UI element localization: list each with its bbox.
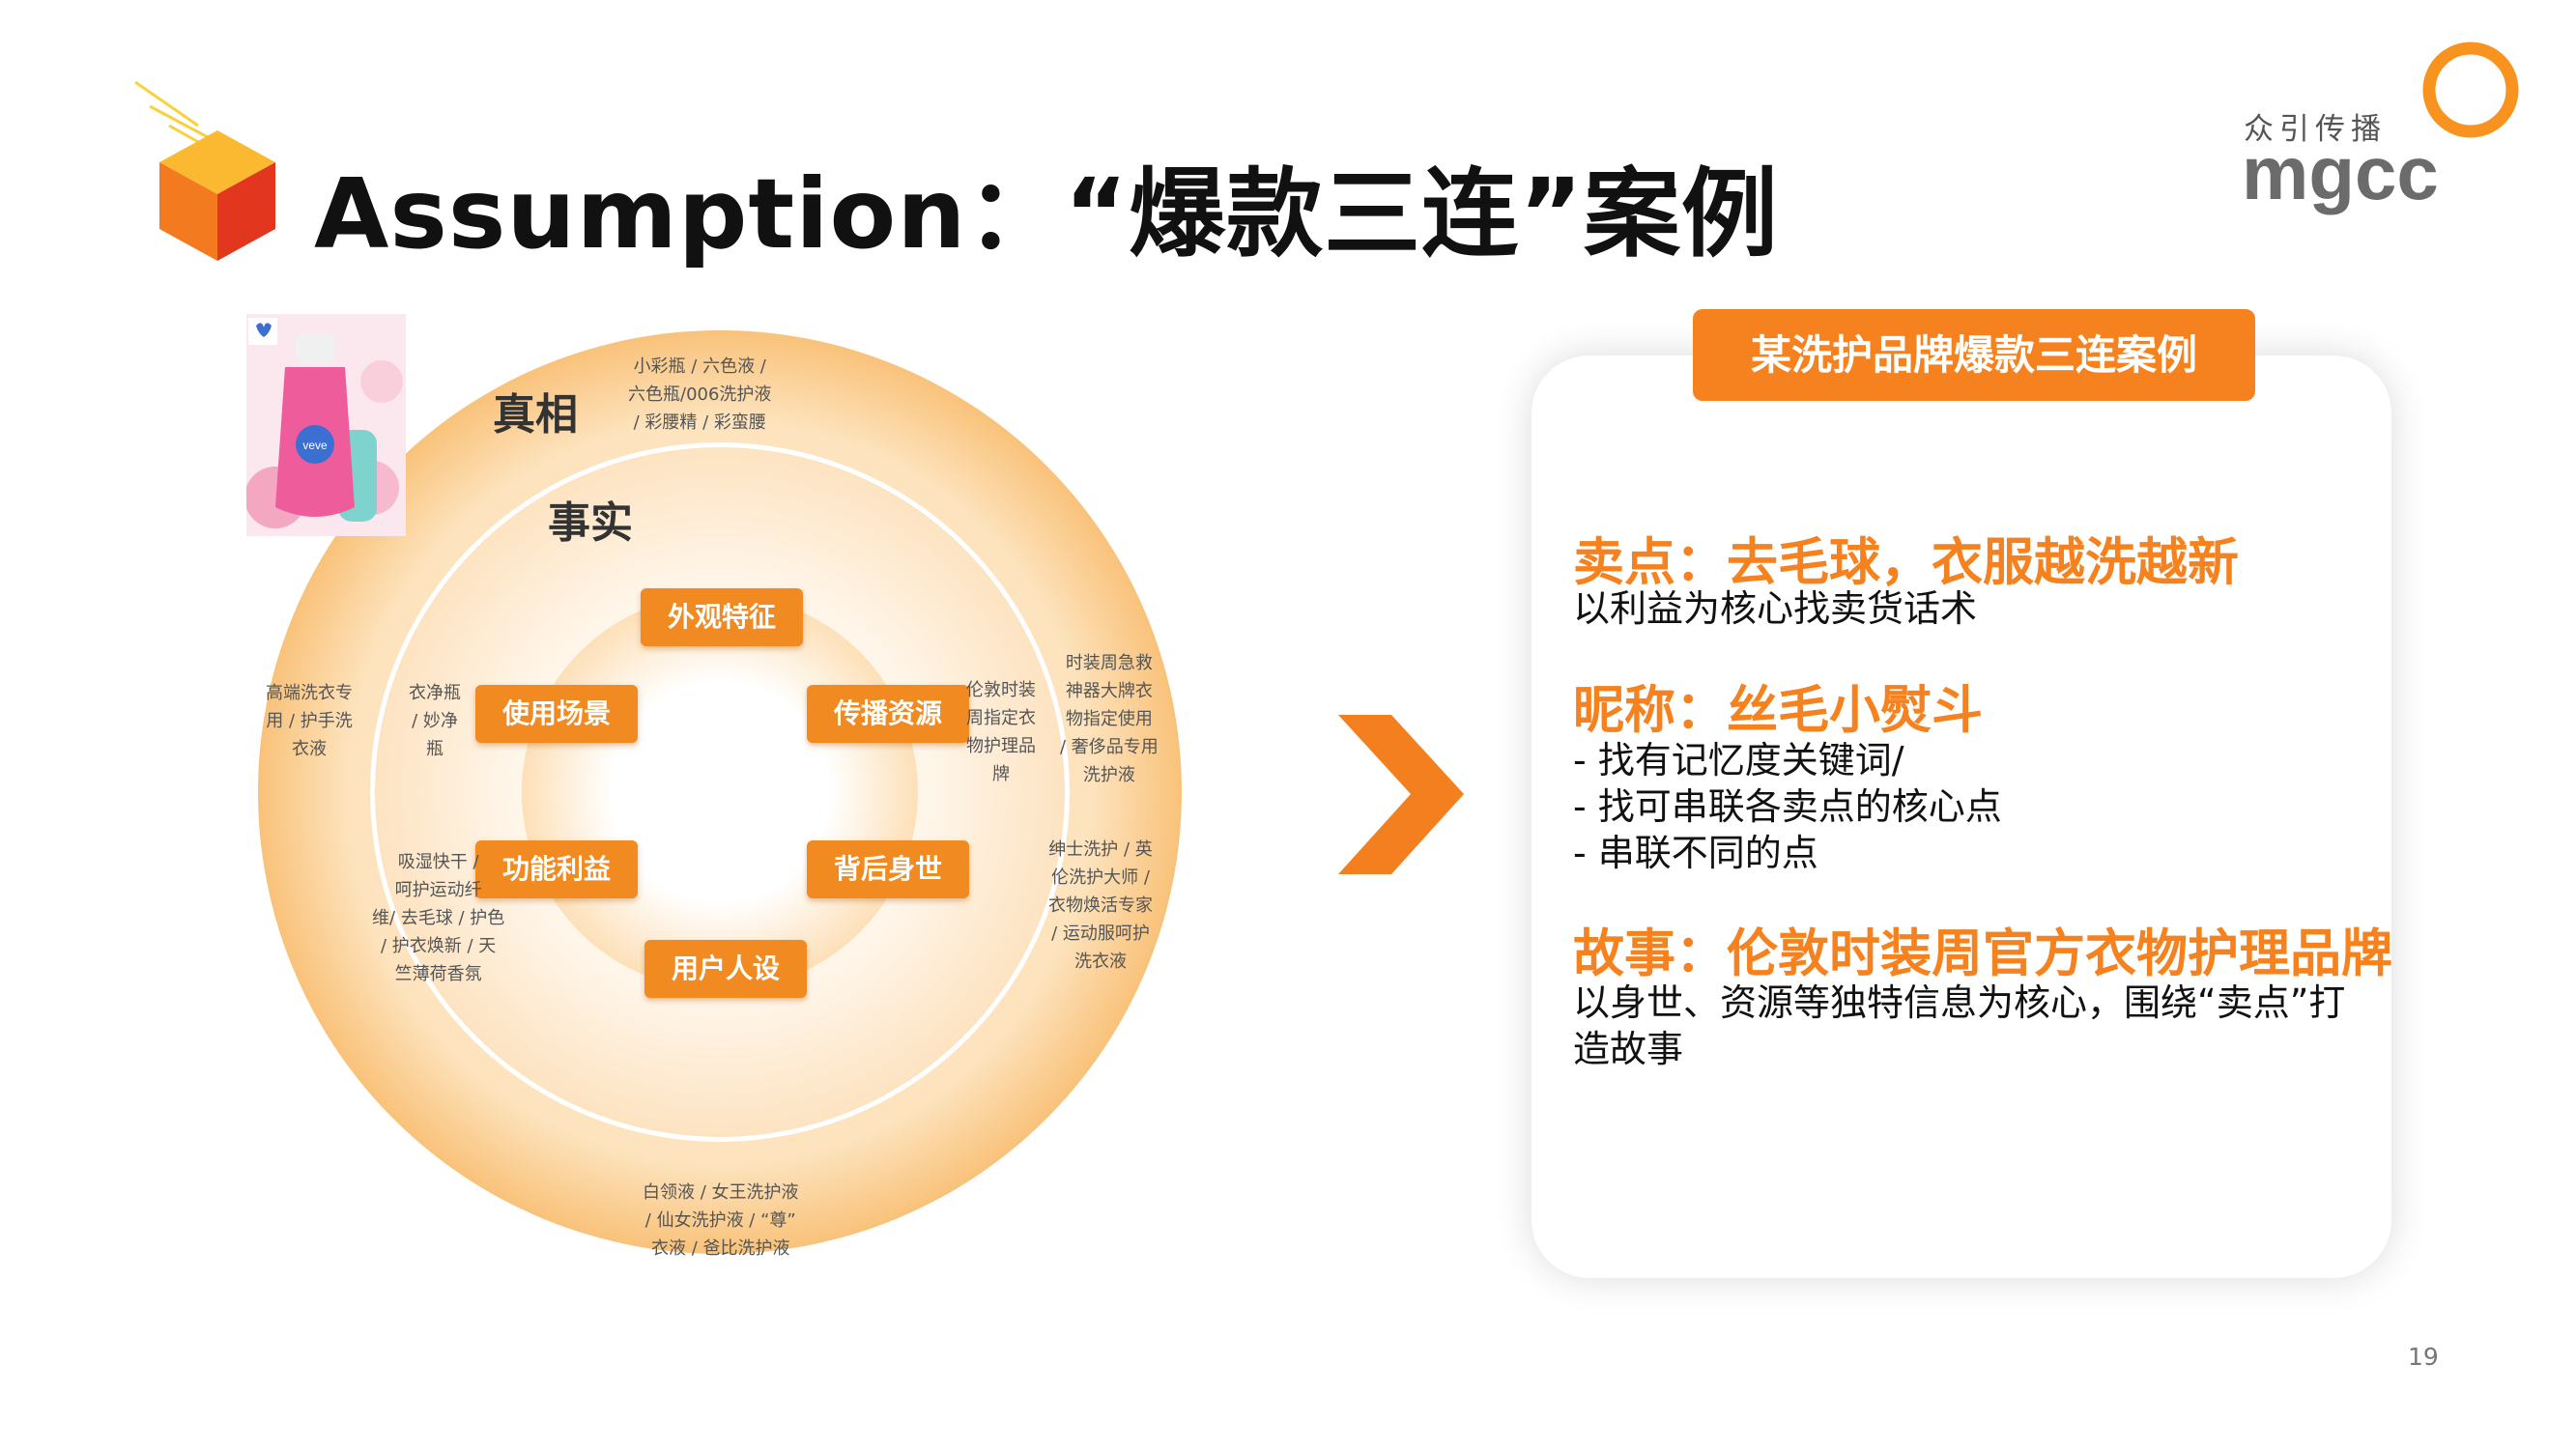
pill-media-resources: 传播资源 — [807, 685, 969, 743]
section-nickname-title: 昵称：丝毛小熨斗 — [1573, 681, 1983, 740]
note-right-outer: 时装周急救 神器大牌衣 物指定使用 / 奢侈品专用 洗护液 — [1060, 653, 1159, 785]
note-left-outer: 高端洗衣专 用 / 护手洗 衣液 — [266, 683, 353, 759]
section-nickname-line-3: - 串联不同的点 — [1573, 832, 1818, 874]
product-image: veve — [246, 314, 406, 536]
rings — [258, 330, 1182, 1254]
core-circle — [522, 594, 918, 990]
note-right-inner: 伦敦时装 周指定衣 物护理品 牌 — [966, 680, 1036, 784]
page-title: Assumption：“爆款三连”案例 — [314, 157, 1779, 270]
section-nickname-line-2: - 找可串联各卖点的核心点 — [1573, 785, 2002, 828]
cube-icon — [159, 130, 275, 261]
pill-usage-scenario: 使用场景 — [475, 685, 638, 743]
case-card — [1531, 355, 2391, 1278]
pill-appearance: 外观特征 — [641, 588, 803, 646]
section-selling-point-line: 以利益为核心找卖货话术 — [1573, 587, 1978, 630]
inner-ring-label: 事实 — [548, 498, 633, 548]
logo-text: mgcc — [2242, 130, 2439, 215]
logo-ring-icon: mgcc — [2242, 42, 2519, 215]
note-bottom-outer: 白领液 / 女王洗护液 / 仙女洗护液 / “尊” 衣液 / 爸比洗护液 — [643, 1182, 799, 1259]
section-story-title: 故事：伦敦时装周官方衣物护理品牌 — [1573, 924, 2392, 983]
section-story-line-2: 造故事 — [1573, 1028, 1684, 1070]
svg-text:veve: veve — [302, 439, 328, 452]
logo-cn-text: 众引传播 — [2244, 112, 2387, 147]
note-left-inner: 衣净瓶 / 妙净 瓶 — [409, 683, 461, 759]
outer-ring-label: 真相 — [493, 390, 578, 440]
section-story-line-1: 以身世、资源等独特信息为核心，围绕“卖点”打 — [1573, 981, 2346, 1024]
card-header: 某洗护品牌爆款三连案例 — [1693, 309, 2255, 401]
pill-user-persona: 用户人设 — [644, 940, 807, 998]
note-bottom-right: 绅士洗护 / 英 伦洗护大师 / 衣物焕活专家 / 运动服呵护 洗衣液 — [1048, 839, 1153, 972]
pill-function-benefit: 功能利益 — [475, 840, 638, 898]
note-bottom-left: 吸湿快干 / 呵护运动纤 维/ 去毛球 / 护色 / 护衣焕新 / 天 竺薄荷香… — [372, 852, 505, 984]
page-number: 19 — [2408, 1343, 2439, 1371]
pill-backstory: 背后身世 — [807, 840, 969, 898]
note-top-outer: 小彩瓶 / 六色液 / 六色瓶/006洗护液 / 彩腰精 / 彩蛮腰 — [628, 356, 772, 433]
section-nickname-line-1: - 找有记忆度关键词/ — [1573, 739, 1904, 781]
concentric-diagram: 真相 事实 veve 外观特征 使用场景 传播资源 功能利益 背后身世 用户人设… — [246, 314, 1193, 1280]
chevron-right-icon — [1338, 715, 1464, 874]
section-selling-point-title: 卖点：去毛球，衣服越洗越新 — [1573, 533, 2239, 592]
